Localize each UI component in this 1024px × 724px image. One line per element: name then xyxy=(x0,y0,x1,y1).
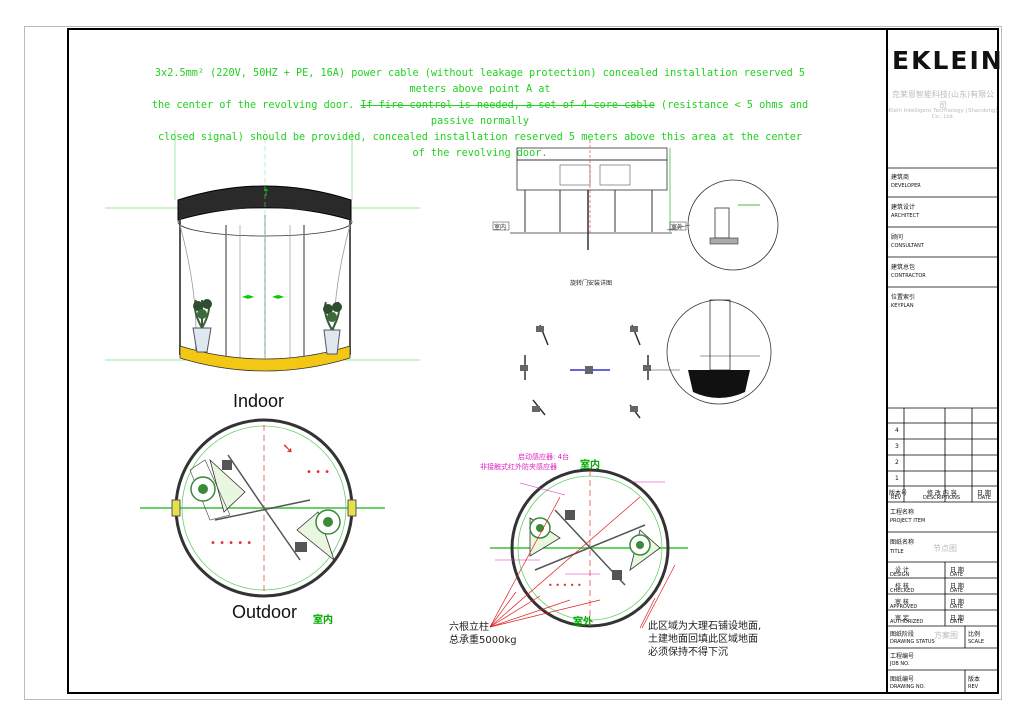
desc-header-en: DESCRIPTIONS xyxy=(923,495,961,501)
authorized-date-cn: 日 期 xyxy=(950,615,964,622)
note-line-2a: the center of the revolving door. xyxy=(151,100,361,111)
title-cn: 图纸名称 xyxy=(890,539,915,546)
titleblock-lines xyxy=(887,167,999,694)
design-date-cn: 日 期 xyxy=(950,567,964,574)
floor-note: 此区域为大理石铺设地面, 土建地面回填此区域地面 必须保持不得下沉 xyxy=(648,620,761,659)
jobno-cn: 工程编号 xyxy=(890,653,915,660)
design-cn: 设 计 xyxy=(895,567,909,574)
consultant-en: CONSULTANT xyxy=(891,243,924,249)
plan2-top-label: 室内 xyxy=(580,460,600,471)
svg-text:• • • • •: • • • • • xyxy=(210,538,252,549)
plan-view-left: ➘ • • • • • • • • xyxy=(140,418,385,598)
consultant-cn: 顾问 xyxy=(891,234,904,241)
authorized-date-en: DATE xyxy=(950,619,964,625)
plant-right-icon xyxy=(323,301,342,355)
keyplan-cn: 位置索引 xyxy=(891,294,916,301)
svg-text:◄►: ◄► xyxy=(272,292,285,301)
section-title: 旋转门安装详图 xyxy=(570,280,613,287)
note-line-1: 3x2.5mm² (220V, 50HZ + PE, 16A) power ca… xyxy=(154,68,806,95)
approved-date-en: DATE xyxy=(950,604,964,610)
columns-note-line-2: 总承重5000kg xyxy=(449,635,517,646)
date-header-cn: 日 期 xyxy=(977,490,991,497)
columns-note-line-1: 六根立柱 xyxy=(449,622,489,633)
checked-date-cn: 日 期 xyxy=(950,583,964,590)
status-value: 方案图 xyxy=(934,631,958,640)
developer-en: DEVELOPER xyxy=(891,183,921,189)
architect-en: ARCHITECT xyxy=(891,213,920,219)
checked-date-en: DATE xyxy=(950,588,964,594)
approved-cn: 审 核 xyxy=(895,599,909,606)
authorized-en: AUTHORIZED xyxy=(890,619,924,625)
project-en: PROJECT ITEM xyxy=(890,518,926,524)
authorized-cn: 审 定 xyxy=(895,615,909,622)
svg-text:• • • • •: • • • • • xyxy=(548,581,582,590)
project-cn: 工程名称 xyxy=(890,509,915,516)
svg-text:↑: ↑ xyxy=(262,188,270,199)
rev2-cn: 版本 xyxy=(968,676,981,683)
floor-note-line-1: 此区域为大理石铺设地面, xyxy=(648,621,762,632)
company-name-cn: 克莱恩智能科技(山东)有限公司 xyxy=(891,90,995,110)
rev-row-4: 4 xyxy=(895,427,899,434)
note-line-2: the center of the revolving door. If fir… xyxy=(150,98,810,130)
section-right-label: 室外 xyxy=(671,224,684,231)
sensor-note-1: 启动感应器: 4台 xyxy=(518,453,570,461)
checked-cn: 校 核 xyxy=(895,583,909,590)
contractor-cn: 建筑总包 xyxy=(891,264,916,271)
status-en: DRAWING STATUS xyxy=(890,639,935,645)
design-en: DESIGN xyxy=(890,572,910,578)
floor-note-line-2: 土建地面回填此区域地面 xyxy=(648,634,758,645)
columns-note: 六根立柱 总承重5000kg xyxy=(449,621,517,647)
status-cn: 图纸阶段 xyxy=(890,631,915,638)
keyplan-en: KEYPLAN xyxy=(891,303,914,309)
desc-header-cn: 修 改 内 容 xyxy=(927,490,957,497)
drawno-cn: 图纸编号 xyxy=(890,676,915,683)
checked-en: CHECKED xyxy=(890,588,915,594)
design-date-en: DATE xyxy=(950,572,964,578)
indoor-label: Indoor xyxy=(233,391,285,411)
developer-cn: 建筑商 xyxy=(891,174,910,181)
contractor-en: CONTRACTOR xyxy=(891,273,926,279)
scale-cn: 比例 xyxy=(968,631,981,638)
svg-text:◄►: ◄► xyxy=(242,292,255,301)
svg-text:➘: ➘ xyxy=(282,441,294,457)
revolving-door-elevation: ◄► ◄► ↑ xyxy=(105,130,420,372)
section-left-label: 室内 xyxy=(494,224,507,231)
floor-note-line-3: 必须保持不得下沉 xyxy=(648,647,728,658)
title-en: TITLE xyxy=(890,549,904,555)
plan-view-right: • • • • • xyxy=(489,468,688,629)
power-cable-note: 3x2.5mm² (220V, 50HZ + PE, 16A) power ca… xyxy=(150,66,810,162)
note-line-2c: (resistance < 5 ohms and passive normall… xyxy=(430,100,809,127)
title-value: 节点图 xyxy=(933,544,957,553)
plan2-bottom-label: 室外 xyxy=(573,617,593,628)
rev-header-en: REV xyxy=(891,495,902,501)
section-detail xyxy=(492,140,779,271)
leaf-details xyxy=(520,299,772,419)
company-name-en: Klein Intelligent Technology (Shandong) … xyxy=(888,108,998,120)
svg-text:• • •: • • • xyxy=(306,467,330,478)
outdoor-cn-label: 室内 xyxy=(313,615,333,626)
rev-row-3: 3 xyxy=(895,443,899,450)
rev-row-1: 1 xyxy=(895,475,899,482)
plant-left-icon xyxy=(192,299,212,353)
company-logo: EKLEIN xyxy=(892,46,1004,75)
architect-cn: 建筑设计 xyxy=(891,204,916,211)
outdoor-label: Outdoor xyxy=(232,602,298,622)
jobno-en: JOB NO. xyxy=(890,661,910,667)
scale-en: SCALE xyxy=(968,639,985,645)
approved-en: APPROVED xyxy=(890,604,918,610)
rev-header-cn: 版本号 xyxy=(889,490,908,497)
rev-row-2: 2 xyxy=(895,459,899,466)
title-block xyxy=(886,28,999,694)
approved-date-cn: 日 期 xyxy=(950,599,964,606)
note-line-3: closed signal) should be provided, conce… xyxy=(157,132,802,159)
drawing-border xyxy=(67,28,999,694)
drawno-en: DRAWING NO. xyxy=(890,684,925,690)
date-header-en: DATE xyxy=(978,495,992,501)
sensor-note-2: 非接触式红外防夹感应器 xyxy=(480,463,557,471)
rev2-en: REV xyxy=(968,684,979,690)
outer-border xyxy=(24,26,1002,700)
note-line-2b: If fire control is needed, a set of 4-co… xyxy=(360,100,655,111)
